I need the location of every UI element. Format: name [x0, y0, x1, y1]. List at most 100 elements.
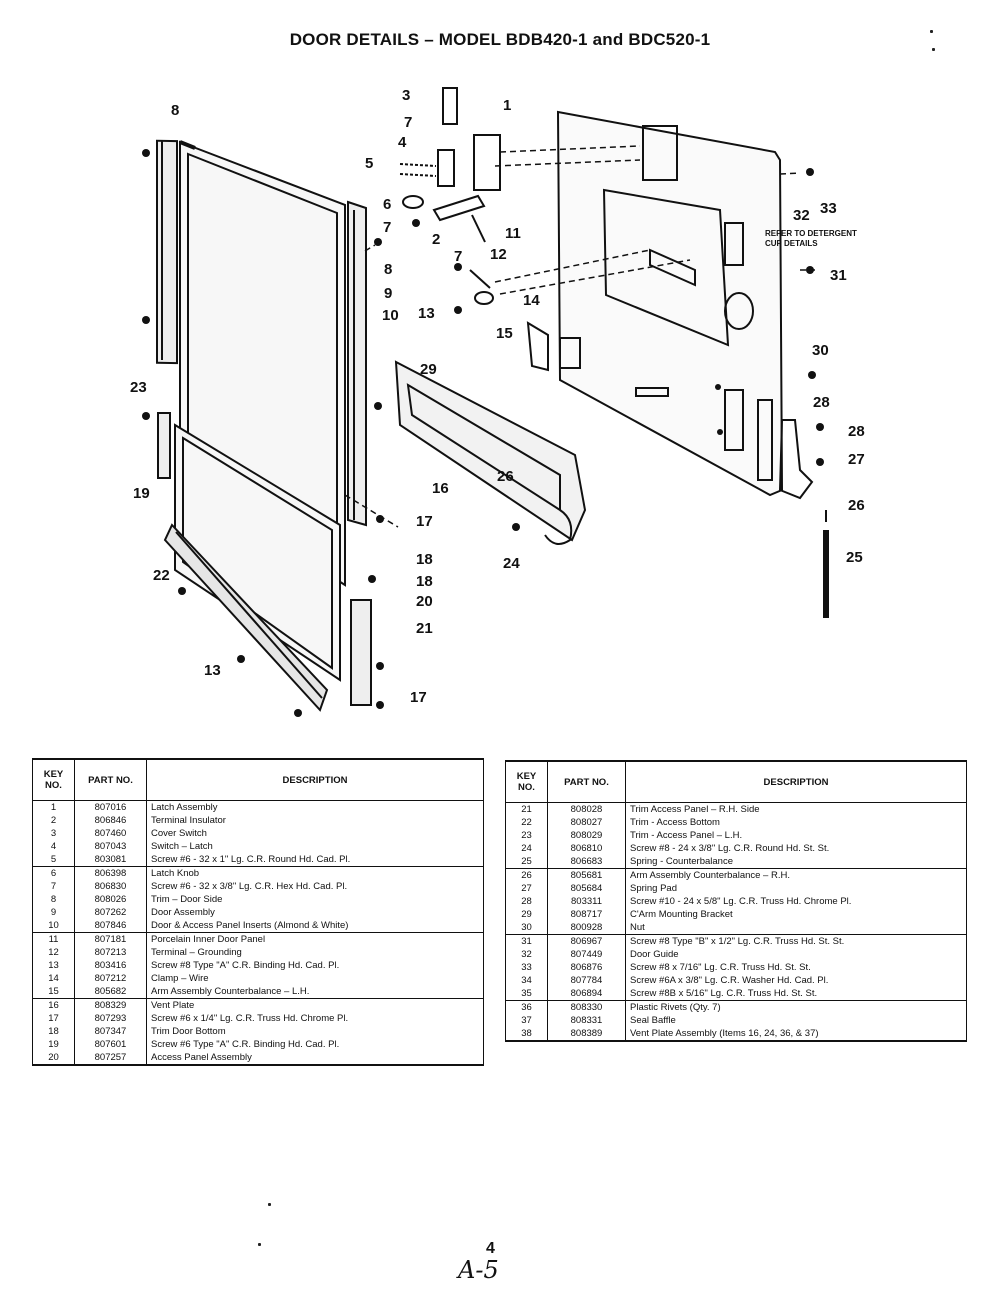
part-number-cell: 808027: [547, 816, 626, 829]
column-header-description: DESCRIPTION: [625, 760, 967, 803]
callout-26a: 26: [497, 468, 514, 485]
key-cell: 38: [505, 1027, 548, 1042]
part-number-cell: 806830: [74, 880, 147, 893]
column-header-part: PART NO.: [74, 758, 147, 801]
key-cell: 21: [505, 802, 548, 816]
callout-6: 6: [383, 196, 391, 213]
key-cell: 15: [32, 985, 75, 999]
description-cell: Vent Plate Assembly (Items 16, 24, 36, &…: [625, 1027, 967, 1042]
key-cell: 25: [505, 855, 548, 869]
trim-access-bottom: [163, 523, 329, 712]
scan-speck: [258, 1243, 261, 1246]
page-title: DOOR DETAILS – MODEL BDB420-1 and BDC520…: [289, 30, 711, 49]
callout-22: 22: [153, 567, 170, 584]
part-number-cell: 800928: [547, 921, 626, 935]
description-cell: Nut: [625, 921, 967, 935]
door-side-trim-right: [347, 200, 367, 527]
key-cell: 37: [505, 1014, 548, 1027]
key-cell: 5: [32, 853, 75, 867]
callout-7a: 7: [404, 114, 412, 131]
callout-7b: 7: [383, 219, 391, 236]
key-cell: 16: [32, 998, 75, 1012]
trim-access-panel-left: [157, 412, 171, 479]
description-cell: Trim - Access Bottom: [625, 816, 967, 829]
callout-8a: 8: [171, 102, 179, 119]
callout-8b: 8: [384, 261, 392, 278]
key-cell: 27: [505, 882, 548, 895]
callout-24: 24: [503, 555, 520, 572]
key-cell: 9: [32, 906, 75, 919]
part-number-cell: 808330: [547, 1000, 626, 1014]
key-cell: 34: [505, 974, 548, 987]
key-cell: 4: [32, 840, 75, 853]
part-number-cell: 807601: [74, 1038, 147, 1051]
part-number-cell: 807846: [74, 919, 147, 933]
description-cell: Door Guide: [625, 948, 967, 961]
description-cell: C'Arm Mounting Bracket: [625, 908, 967, 921]
description-cell: Screw #8 - 24 x 3/8" Lg. C.R. Round Hd. …: [625, 842, 967, 855]
description-cell: Trim – Door Side: [146, 893, 484, 906]
callout-12: 12: [490, 246, 507, 263]
part-number-cell: 807347: [74, 1025, 147, 1038]
callout-28a: 28: [813, 394, 830, 411]
key-cell: 19: [32, 1038, 75, 1051]
part-number-cell: 807262: [74, 906, 147, 919]
part-number-cell: 807293: [74, 1012, 147, 1025]
column-header-key: KEY NO.: [32, 758, 75, 801]
description-cell: Screw #6 Type "A" C.R. Binding Hd. Cad. …: [146, 1038, 484, 1051]
part-number-cell: 808026: [74, 893, 147, 906]
key-cell: 31: [505, 934, 548, 948]
column-header-description: DESCRIPTION: [146, 758, 484, 801]
callout-2: 2: [432, 231, 440, 248]
callout-27: 27: [848, 451, 865, 468]
part-number-cell: 806810: [547, 842, 626, 855]
part-number-cell: 807213: [74, 946, 147, 959]
key-cell: 35: [505, 987, 548, 1001]
callout-28b: 28: [848, 423, 865, 440]
key-cell: 11: [32, 932, 75, 946]
door-side-trim-left: [156, 139, 178, 365]
description-cell: Latch Knob: [146, 866, 484, 880]
description-cell: Switch – Latch: [146, 840, 484, 853]
callout-18a: 18: [416, 551, 433, 568]
description-cell: Door Assembly: [146, 906, 484, 919]
arm-assembly-left: [526, 321, 549, 372]
part-number-cell: 807460: [74, 827, 147, 840]
callout-1: 1: [503, 97, 511, 114]
description-cell: Clamp – Wire: [146, 972, 484, 985]
description-cell: Plastic Rivets (Qty. 7): [625, 1000, 967, 1014]
description-cell: Seal Baffle: [625, 1014, 967, 1027]
part-number-cell: 808717: [547, 908, 626, 921]
description-cell: Spring Pad: [625, 882, 967, 895]
part-number-cell: 806967: [547, 934, 626, 948]
part-number-cell: 806894: [547, 987, 626, 1001]
scan-speck: [930, 30, 933, 33]
key-cell: 28: [505, 895, 548, 908]
column-header-key: KEY NO.: [505, 760, 548, 803]
part-number-cell: 807212: [74, 972, 147, 985]
description-cell: Screw #8 x 7/16" Lg. C.R. Truss Hd. St. …: [625, 961, 967, 974]
key-cell: 22: [505, 816, 548, 829]
description-cell: Cover Switch: [146, 827, 484, 840]
part-number-cell: 807449: [547, 948, 626, 961]
part-number-cell: 807043: [74, 840, 147, 853]
